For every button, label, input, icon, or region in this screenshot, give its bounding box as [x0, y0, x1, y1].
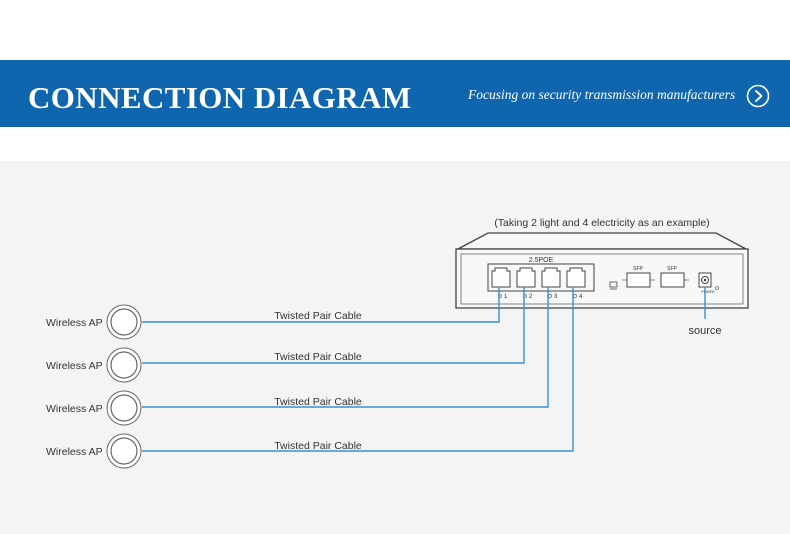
cable-label-1: Twisted Pair Cable — [274, 310, 362, 322]
port-number-4: 4 — [579, 294, 583, 300]
header-tagline: Focusing on security transmission manufa… — [468, 87, 736, 102]
cable-label-2: Twisted Pair Cable — [274, 351, 362, 363]
rj45-port-3 — [541, 267, 561, 288]
port-group-label: 2.5POE — [529, 257, 554, 264]
page-title: CONNECTION DIAGRAM — [28, 80, 412, 115]
port-number-1: 1 — [504, 294, 508, 300]
port-number-3: 3 — [554, 294, 558, 300]
header-bar — [0, 60, 790, 127]
sfp-label-2: SFP — [667, 266, 677, 272]
cable-2 — [142, 287, 525, 364]
power-source-label: source — [688, 325, 721, 337]
diagram-panel — [0, 161, 790, 534]
rj45-port-4 — [566, 267, 586, 288]
power-label: POWER — [701, 290, 715, 294]
rj45-port-2 — [516, 267, 536, 288]
rj45-port-1 — [491, 267, 511, 288]
cable-3 — [142, 287, 549, 408]
cable-label-4: Twisted Pair Cable — [274, 440, 362, 452]
diagram-caption: (Taking 2 light and 4 electricity as an … — [494, 217, 709, 229]
cable-1 — [142, 287, 500, 323]
wireless-ap-2: Wireless AP — [46, 347, 142, 383]
sfp-label-1: SFP — [633, 266, 643, 272]
wireless-ap-label-3: Wireless AP — [46, 403, 103, 415]
sfp-port-2 — [660, 272, 689, 288]
wireless-ap-1: Wireless AP — [46, 304, 142, 340]
network-switch: 2.5POE 1 2 3 4 SFP — [455, 232, 749, 309]
wireless-ap-4: Wireless AP — [46, 433, 142, 469]
port-number-2: 2 — [529, 294, 533, 300]
chevron-right-circle-icon[interactable] — [746, 84, 770, 108]
wireless-ap-3: Wireless AP — [46, 390, 142, 426]
console-port-icon — [609, 281, 618, 290]
wireless-ap-label-4: Wireless AP — [46, 446, 103, 458]
sfp-port-1 — [622, 272, 655, 288]
cable-4 — [142, 287, 574, 452]
wireless-ap-label-2: Wireless AP — [46, 360, 103, 372]
cable-label-3: Twisted Pair Cable — [274, 396, 362, 408]
wireless-ap-label-1: Wireless AP — [46, 317, 103, 329]
